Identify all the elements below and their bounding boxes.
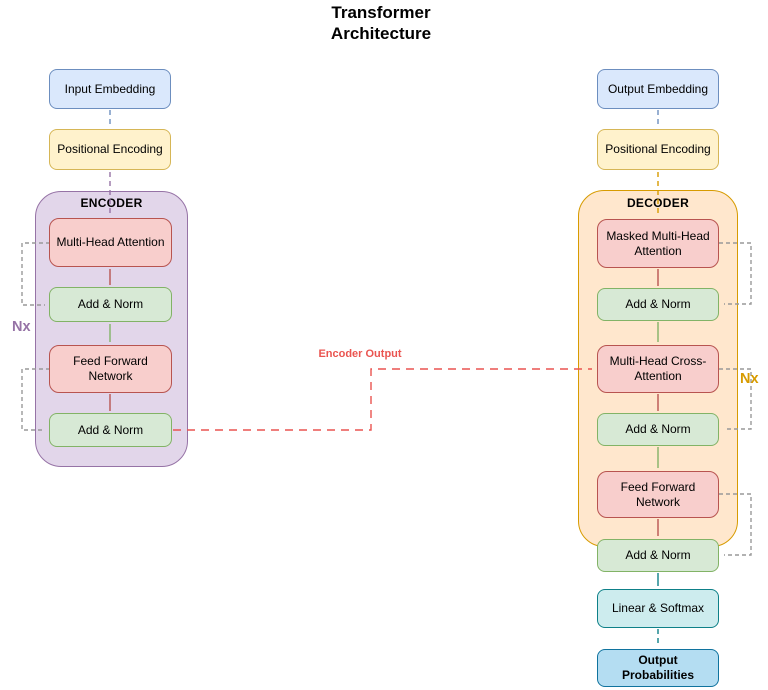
node-input-embedding-label: Input Embedding — [64, 81, 156, 96]
node-linear-softmax: Linear & Softmax — [597, 589, 719, 628]
node-decoder-add-norm-1: Add & Norm — [597, 288, 719, 321]
title-line2: Architecture — [330, 24, 432, 43]
diagram-title: Transformer Architecture — [281, 2, 481, 44]
node-decoder-add-norm-3: Add & Norm — [597, 539, 719, 572]
decoder-nx-label: Nx — [740, 371, 759, 387]
decoder-container-label: DECODER — [626, 196, 690, 210]
encoder-container-label: ENCODER — [80, 196, 143, 210]
node-positional-encoding-encoder-label: Positional Encoding — [57, 142, 163, 156]
node-output-embedding: Output Embedding — [597, 69, 719, 109]
node-decoder-feed-forward-label: Feed Forward Network — [620, 479, 696, 509]
node-positional-encoding-decoder: Positional Encoding — [597, 129, 719, 170]
node-masked-multi-head-attention: Masked Multi-Head Attention — [597, 219, 719, 268]
node-encoder-add-norm-1: Add & Norm — [49, 287, 172, 322]
node-encoder-add-norm-2: Add & Norm — [49, 413, 172, 447]
node-output-probabilities-label: Output Probabilities — [621, 653, 695, 682]
node-decoder-add-norm-3-label: Add & Norm — [625, 548, 691, 562]
node-multi-head-cross-attention-label: Multi-Head Cross-Attention — [609, 354, 707, 383]
node-encoder-feed-forward-label: Feed Forward Network — [73, 354, 148, 383]
node-multi-head-attention: Multi-Head Attention — [49, 218, 172, 267]
node-encoder-add-norm-2-label: Add & Norm — [77, 422, 144, 437]
node-positional-encoding-encoder: Positional Encoding — [49, 129, 171, 170]
node-output-probabilities: Output Probabilities — [597, 649, 719, 687]
node-encoder-feed-forward: Feed Forward Network — [49, 345, 172, 393]
node-multi-head-cross-attention: Multi-Head Cross-Attention — [597, 345, 719, 393]
node-output-embedding-label: Output Embedding — [607, 81, 709, 96]
node-linear-softmax-label: Linear & Softmax — [611, 601, 705, 615]
title-line1: Transformer — [331, 3, 431, 22]
node-decoder-add-norm-2: Add & Norm — [597, 413, 719, 446]
encoder-output-connection — [173, 368, 592, 431]
node-multi-head-attention-label: Multi-Head Attention — [56, 235, 165, 249]
node-input-embedding: Input Embedding — [49, 69, 171, 109]
encoder-nx-label: Nx — [12, 319, 31, 335]
node-encoder-add-norm-1-label: Add & Norm — [77, 297, 144, 311]
node-masked-multi-head-attention-label: Masked Multi-Head Attention — [606, 228, 710, 258]
node-decoder-add-norm-2-label: Add & Norm — [625, 422, 691, 436]
node-decoder-feed-forward: Feed Forward Network — [597, 471, 719, 518]
node-decoder-add-norm-1-label: Add & Norm — [625, 297, 691, 311]
encoder-output-label: Encoder Output — [318, 348, 402, 360]
node-positional-encoding-decoder-label: Positional Encoding — [605, 142, 711, 156]
